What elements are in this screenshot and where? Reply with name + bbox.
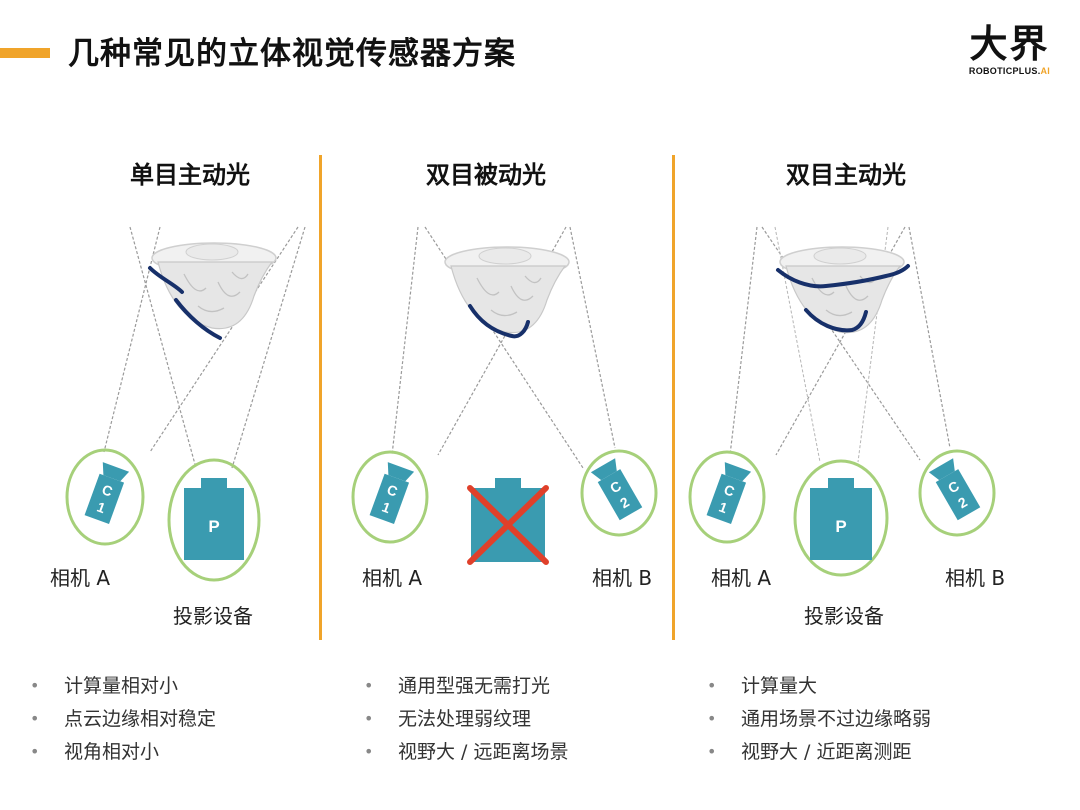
bullet-icon: • <box>30 676 40 695</box>
logo-subtitle-ai: AI <box>1040 66 1051 76</box>
list-item: • 计算量大 <box>707 672 931 705</box>
camera-a-icon: C 1 <box>705 462 752 525</box>
section-title-mono-active: 单目主动光 <box>130 161 250 189</box>
camera-a-ring <box>65 448 145 546</box>
bullet-text: 视野大 / 远距离场景 <box>398 741 569 763</box>
list-item: • 视野大 / 远距离场景 <box>364 738 568 771</box>
camera-a-label: 相机 A <box>362 566 423 590</box>
list-item: • 点云边缘相对稳定 <box>30 705 216 738</box>
camera-b-label: 相机 B <box>945 566 1006 590</box>
bullet-icon: • <box>364 709 374 728</box>
pros-cons-list-mono-active: • 计算量相对小 • 点云边缘相对稳定 • 视角相对小 <box>30 672 216 771</box>
pros-cons-list-stereo-passive: • 通用型强无需打光 • 无法处理弱纹理 • 视野大 / 远距离场景 <box>364 672 568 771</box>
projector-ring <box>793 459 889 577</box>
pros-cons-list-stereo-active: • 计算量大 • 通用场景不过边缘略弱 • 视野大 / 近距离测距 <box>707 672 931 771</box>
logo-subtitle-text: ROBOTICPLUS. <box>968 66 1041 76</box>
title-accent-bar <box>0 48 50 58</box>
bullet-icon: • <box>364 742 374 761</box>
camera-b-icon: C 2 <box>590 458 644 521</box>
camera-a-label: 相机 A <box>50 566 111 590</box>
camera-b-icon: C 2 <box>928 458 982 521</box>
bullet-text: 视野大 / 近距离测距 <box>741 741 912 763</box>
bullet-text: 无法处理弱纹理 <box>398 708 532 730</box>
projector-icon: P <box>810 478 872 560</box>
list-item: • 视角相对小 <box>30 738 216 771</box>
bullet-icon: • <box>30 709 40 728</box>
list-item: • 计算量相对小 <box>30 672 216 705</box>
camera-a-icon: C 1 <box>83 462 130 525</box>
bullet-text: 视角相对小 <box>64 741 160 763</box>
section-divider-2 <box>672 155 675 640</box>
projector-mark: P <box>208 517 219 536</box>
list-item: • 无法处理弱纹理 <box>364 705 568 738</box>
statue-object-icon <box>151 242 277 330</box>
camera-b-label: 相机 B <box>592 566 653 590</box>
list-item: • 视野大 / 近距离测距 <box>707 738 931 771</box>
camera-a-ring <box>351 450 429 544</box>
bullet-icon: • <box>364 676 374 695</box>
diagram-stereo-active: C 1 P C 2 <box>688 226 996 577</box>
section-title-stereo-active: 双目主动光 <box>786 161 906 189</box>
bullet-text: 通用场景不过边缘略弱 <box>741 708 932 730</box>
diagram-stereo-passive: C 1 C 2 <box>351 226 658 565</box>
camera-a-label: 相机 A <box>711 566 772 590</box>
camera-a-ring <box>688 450 766 544</box>
bullet-icon: • <box>30 742 40 761</box>
bullet-icon: • <box>707 709 717 728</box>
projector-icon: P <box>184 478 244 560</box>
logo-subtitle: ROBOTICPLUS.AI <box>962 66 1057 76</box>
bullet-icon: • <box>707 742 717 761</box>
camera-a-icon: C 1 <box>368 462 415 525</box>
bullet-text: 点云边缘相对稳定 <box>64 708 217 730</box>
bullet-icon: • <box>707 676 717 695</box>
list-item: • 通用场景不过边缘略弱 <box>707 705 931 738</box>
camera-b-ring <box>580 449 658 537</box>
statue-object-icon <box>444 246 570 334</box>
brand-logo: 大界 ROBOTICPLUS.AI <box>962 22 1057 76</box>
section-divider-1 <box>319 155 322 640</box>
projector-label: 投影设备 <box>804 604 884 628</box>
logo-wordmark: 大界 <box>969 22 1050 66</box>
projector-ring <box>167 458 261 582</box>
bullet-text: 计算量相对小 <box>64 675 179 697</box>
section-title-stereo-passive: 双目被动光 <box>426 161 546 189</box>
projector-mark: P <box>835 517 846 536</box>
bullet-text: 计算量大 <box>741 675 818 697</box>
bullet-text: 通用型强无需打光 <box>398 675 551 697</box>
projector-label: 投影设备 <box>173 604 253 628</box>
diagram-mono-active: C 1 P <box>65 226 306 582</box>
statue-object-icon <box>779 246 905 334</box>
list-item: • 通用型强无需打光 <box>364 672 568 705</box>
page-title: 几种常见的立体视觉传感器方案 <box>68 36 516 72</box>
disabled-projector-icon <box>467 478 549 565</box>
camera-b-ring <box>918 449 996 537</box>
